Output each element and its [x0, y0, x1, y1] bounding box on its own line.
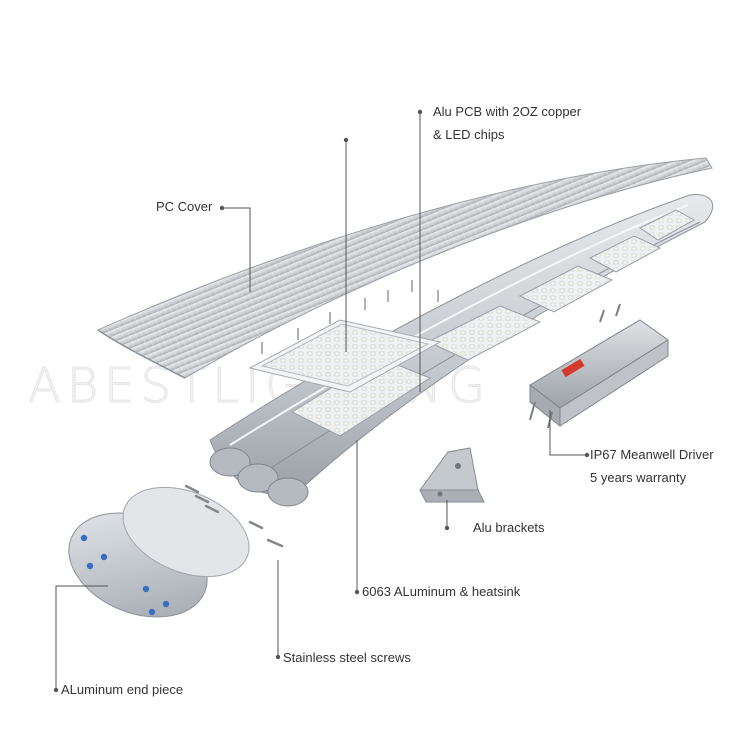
label-heatsink: 6063 ALuminum & heatsink: [362, 584, 521, 599]
end-cap-gasket: [122, 486, 250, 578]
pc-cover: [96, 157, 713, 379]
label-alu-pcb-line1: Alu PCB with 2OZ copper: [433, 104, 582, 119]
label-alu-pcb-line2: & LED chips: [433, 127, 505, 142]
leader-lines: [55, 112, 587, 690]
label-alu-brackets: Alu brackets: [473, 520, 545, 535]
end-piece-holes: [80, 534, 170, 616]
label-pc-cover: PC Cover: [156, 199, 213, 214]
label-end-piece: ALuminum end piece: [61, 682, 184, 697]
leader-dots: [53, 109, 590, 693]
label-driver-line1: IP67 Meanwell Driver: [590, 447, 714, 462]
meanwell-driver: [529, 303, 669, 429]
alu-pcb-led-module: [248, 280, 442, 393]
alu-bracket: [419, 447, 485, 503]
heatsink-profile-end: [209, 447, 309, 507]
led-modules-mounted: [290, 209, 696, 437]
label-driver-line2: 5 years warranty: [590, 470, 687, 485]
stainless-steel-screws: [184, 484, 284, 548]
pcb-screws: [261, 280, 439, 354]
label-screws: Stainless steel screws: [283, 650, 411, 665]
driver-brand-logo: [561, 358, 585, 378]
